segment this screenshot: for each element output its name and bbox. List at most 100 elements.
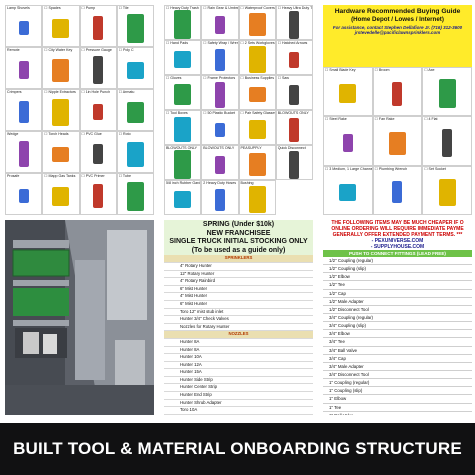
hardware-guide-grid: ☐ Small Blade Key☐ Broom☐ Axe☐ Steel Rak… — [323, 67, 472, 215]
supply-item-photo — [202, 150, 237, 179]
stocking-row: Hunter 8A — [164, 347, 313, 355]
fitting-row: 1/2" Disconnect Tool — [323, 306, 472, 314]
tool-item-label: Lamp Shovels — [7, 6, 30, 10]
hardware-item-photo — [423, 122, 471, 165]
supply-item: ☐ 50 Plastic Bucket — [201, 110, 239, 145]
hardware-item-photo — [423, 171, 471, 214]
tool-item-photo — [6, 94, 41, 130]
hardware-guide-title: Hardware Recommended Buying Guide — [334, 8, 461, 15]
tool-item: ☐ Nipple Extractors — [42, 89, 80, 131]
tool-item-photo — [6, 10, 41, 46]
tool-item-label: Prosafe — [7, 174, 20, 178]
supply-item-label: ☐ Waterproof Covers (Shoebox.com) — [240, 6, 275, 10]
tool-item: ☐ 1in Hole Punch — [79, 89, 117, 131]
fittings-link[interactable]: - PEXUNIVERSE.COM — [371, 238, 424, 244]
supply-item: Bushing — [238, 180, 276, 215]
hardware-item-photo — [423, 72, 471, 115]
fitting-row: 1/2" Cap — [323, 290, 472, 298]
tool-item-label: ☐ Poly C — [118, 48, 134, 52]
supply-item-label: BLOWOUTS ONLY — [203, 146, 235, 150]
stocking-row: 4" Rotary Rainbird — [164, 278, 313, 286]
tool-item-photo — [43, 94, 78, 130]
tool-item-label: ☐ City Water Key — [44, 48, 73, 52]
fitting-row: 3/4" Coupling (slip) — [323, 322, 472, 331]
supply-item-photo — [202, 10, 237, 39]
supply-item-photo — [165, 10, 200, 39]
tool-item-label: ☐ Tube — [118, 174, 131, 178]
stocking-row: Hunter 10A — [164, 354, 313, 362]
stocking-row: Hunter Center Strip — [164, 384, 313, 393]
supply-item: PEASUPPLY — [238, 145, 276, 180]
hardware-guide-tile: Hardware Recommended Buying Guide (Home … — [323, 5, 472, 215]
stocking-row: Hunter 3/4" Check Valves — [164, 316, 313, 324]
stocking-title-line-1: SPRING (Under $10k) — [202, 221, 275, 228]
tool-item-label: Remote — [7, 48, 20, 52]
supplies-catalog-grid: ☐ Heavy Duty Trash Bags☐ Rain Gear & Umb… — [164, 5, 313, 215]
fitting-row: 1/2" Elbow — [323, 273, 472, 282]
tool-item-photo — [6, 52, 41, 88]
fitting-row: 1" Tee — [323, 404, 472, 412]
stocking-list-sheet: SPRING (Under $10k) NEW FRANCHISEE SINGL… — [164, 220, 313, 415]
hardware-item: ☐ Axe — [422, 67, 472, 117]
supply-item-photo — [202, 185, 237, 214]
tool-item-label: ☐ Torch Heads — [44, 132, 69, 136]
tool-item: ☐ Pump — [79, 5, 117, 47]
stocking-row: 6" Mist Hunter — [164, 301, 313, 309]
stocking-row: 12" Rotary Hunter — [164, 271, 313, 279]
supply-item: ☐ Hatched Arrows — [275, 40, 313, 75]
tool-item: Crimpers — [5, 89, 43, 131]
supply-item-label: ☐ 2 Sets Workgloves — [240, 41, 275, 45]
stocking-section-header: NOZZLES — [164, 331, 313, 339]
fitting-row: 1/2" Male Adapter — [323, 298, 472, 306]
fitting-row: 3/4" Disconnect Tool — [323, 371, 472, 380]
banner: BUILT TOOL & MATERIAL ONBOARDING STRUCTU… — [0, 423, 475, 475]
tool-item-label: ☐ Pump — [81, 6, 96, 10]
stocking-list-title: SPRING (Under $10k) NEW FRANCHISEE SINGL… — [164, 220, 313, 256]
hardware-item-photo — [374, 171, 422, 214]
tool-item: ☐ PVC Primer — [79, 173, 117, 215]
supply-item: ☐ Gloves — [164, 75, 202, 110]
hardware-item-label: ☐ 4 Flat — [424, 117, 438, 122]
tool-item: Prosafe — [5, 173, 43, 215]
supply-item: ☐ Pair Safety Glasses — [238, 110, 276, 145]
stocking-row: Hunter Side Strip — [164, 377, 313, 385]
tool-item-photo — [118, 178, 153, 214]
fittings-warning: THE FOLLOWING ITEMS MAY BE MUCH CHEAPER … — [323, 220, 472, 238]
supply-item: ☐ Waterproof Covers (Shoebox.com) — [238, 5, 276, 40]
hardware-item: ☐ Small Blade Key — [323, 67, 373, 117]
fittings-links: - PEXUNIVERSE.COM- SUPPLYHOUSE.COM — [323, 238, 472, 250]
tool-item-photo — [118, 10, 153, 46]
tool-item-photo — [6, 178, 41, 214]
stocking-row: Toro 10A — [164, 407, 313, 415]
stocking-title-line-4: (To be used as a guide only) — [191, 246, 286, 254]
stocking-row: Toro 12" mist stub inlet — [164, 309, 313, 317]
supply-item: BLOWOUTS ONLY — [164, 145, 202, 180]
tool-item-photo — [81, 178, 116, 214]
fitting-row: 3/4" Cap — [323, 355, 472, 363]
tool-item: ☐ Tube — [116, 173, 154, 215]
tool-item: ☐ City Water Key — [42, 47, 80, 89]
supply-item: 5/8 inch Rubber Garden Hose — [164, 180, 202, 215]
supply-item-label: BLOWOUTS ONLY — [166, 146, 198, 150]
van-interior-illustration — [5, 220, 154, 415]
supply-item: ☐ 2 Sets Workgloves — [238, 40, 276, 75]
hardware-item-label: ☐ Small Blade Key — [325, 68, 356, 72]
tool-item-photo — [81, 52, 116, 88]
fittings-link[interactable]: - SUPPLYHOUSE.COM — [370, 244, 425, 250]
hardware-item-photo — [374, 72, 422, 115]
stocking-section-header: SPRINKLERS — [164, 255, 313, 263]
supply-item-photo — [240, 150, 275, 179]
supply-item-label: ☐ Heavy Duty Trash Bags — [166, 6, 200, 10]
tool-item-photo — [43, 178, 78, 214]
stocking-list-tile: SPRING (Under $10k) NEW FRANCHISEE SINGL… — [164, 220, 313, 415]
supply-item-photo — [277, 10, 312, 39]
supply-item-photo — [240, 115, 275, 144]
hardware-item: ☐ 4 Flat — [422, 116, 472, 166]
tool-item-label: ☐ PVC Primer — [81, 174, 105, 178]
supply-item-label: ☐ Hatched Arrows — [277, 41, 308, 45]
tool-item-label: ☐ Nipple Extractors — [44, 90, 76, 94]
fitting-row: 1/2" Coupling (slip) — [323, 265, 472, 274]
van-interior-photo — [5, 220, 154, 415]
tool-item: ☐ Tile — [116, 5, 154, 47]
